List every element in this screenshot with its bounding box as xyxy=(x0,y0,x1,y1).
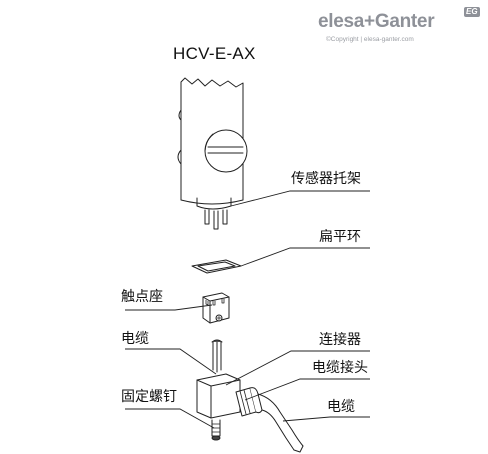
leader-flat-ring xyxy=(240,247,370,267)
label-flat-ring: 扁平环 xyxy=(319,229,361,245)
label-cable-joint: 电缆接头 xyxy=(312,360,368,376)
label-cable-left: 电缆 xyxy=(121,331,149,347)
contact-seat-drawing xyxy=(202,292,230,324)
brand-name-elesa: elesa xyxy=(318,11,365,32)
brand-name-ganter: Ganter xyxy=(374,11,435,32)
label-sensor-bracket: 传感器托架 xyxy=(291,171,361,187)
label-connector: 连接器 xyxy=(319,332,361,348)
label-cable-right: 电缆 xyxy=(327,399,355,415)
label-fixing-screw: 固定螺钉 xyxy=(121,389,177,405)
leader-cable-left xyxy=(125,348,217,375)
copyright-text: ©Copyright | elesa-ganter.com xyxy=(326,36,414,43)
leader-connector xyxy=(225,350,370,386)
brand-badge: EG xyxy=(464,7,480,17)
sensor-bracket-drawing xyxy=(177,77,248,230)
cable-joint-drawing xyxy=(235,387,263,417)
label-contact-seat: 触点座 xyxy=(121,289,163,305)
leader-cable-joint xyxy=(244,378,370,401)
leader-contact-seat xyxy=(125,304,213,311)
brand-logo: elesa+Ganter xyxy=(318,11,435,33)
brand-plus: + xyxy=(364,11,375,32)
connector-drawing xyxy=(196,373,241,441)
leader-fixing-screw xyxy=(125,408,215,429)
cable-wires-drawing xyxy=(211,339,223,373)
diagram-title: HCV-E-AX xyxy=(173,44,256,63)
leader-sensor-bracket xyxy=(230,190,370,207)
cable-drawing xyxy=(257,393,304,453)
flat-ring-drawing xyxy=(191,259,242,274)
leader-cable-right xyxy=(282,416,370,422)
